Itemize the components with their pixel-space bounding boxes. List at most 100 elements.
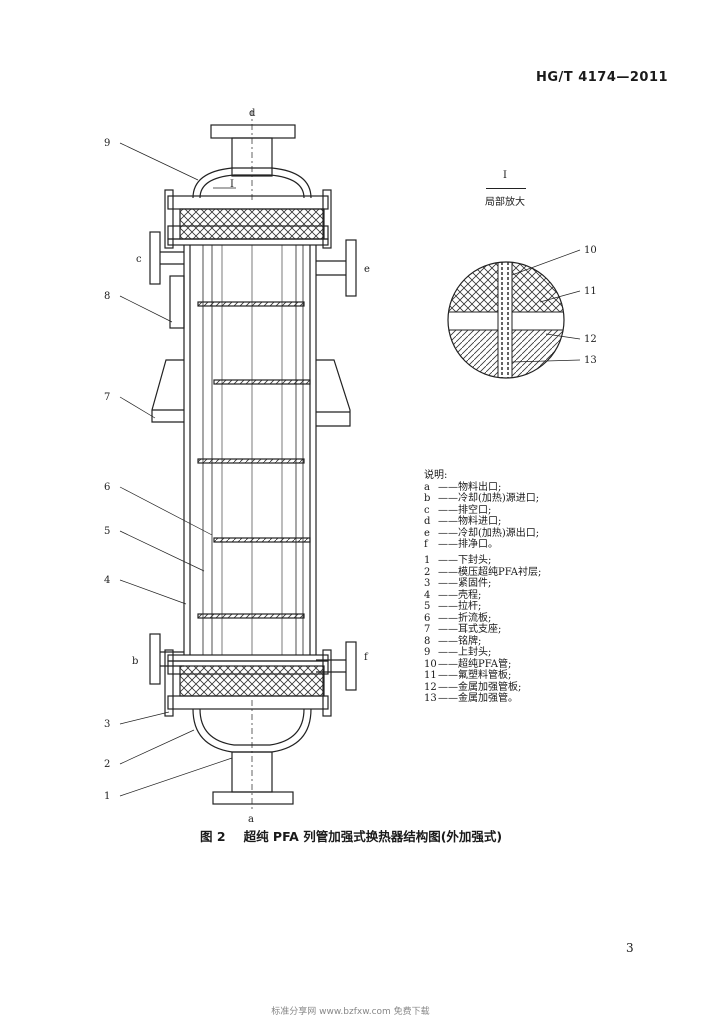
legend-key: 8 — [424, 635, 431, 647]
part-label-1: 1 — [104, 791, 110, 802]
legend-port-row: f ——排净口。 — [424, 539, 539, 551]
baffle-1 — [197, 301, 305, 307]
detail-marker: I — [503, 170, 507, 181]
legend-part-row: 13——金属加强管。 — [424, 693, 541, 705]
legend: 说明: a ——物料出口; b ——冷却(加热)源进口; c ——排空口; d ——物料… — [424, 470, 539, 551]
baffle-2 — [213, 379, 311, 385]
port-label-f: f — [364, 652, 369, 663]
detail-caption: 局部放大 — [485, 197, 525, 208]
legend-text: ——模压超纯PFA衬层; — [438, 566, 542, 578]
part-label-3: 3 — [104, 719, 110, 730]
legend-port-row: b ——冷却(加热)源进口; — [424, 493, 539, 505]
legend-text: ——壳程; — [438, 589, 482, 601]
part-label-11: 11 — [584, 286, 597, 297]
legend-key: 3 — [424, 578, 431, 589]
legend-key: 7 — [424, 624, 431, 635]
lower-tube-sheet — [179, 665, 325, 697]
legend-key: 2 — [424, 566, 431, 578]
footer-watermark: 标准分享网 www.bzfxw.com 免费下载 — [271, 1007, 430, 1017]
legend-key: 11 — [424, 670, 437, 681]
legend-text: ——物料出口; — [438, 481, 502, 493]
legend-part-row: 9 ——上封头; — [424, 647, 541, 659]
legend-part-row: 3 ——紧固件; — [424, 578, 541, 590]
bottom-nozzle-flange — [212, 791, 294, 805]
legend-text: ——耳式支座; — [438, 624, 502, 635]
baffle-3 — [197, 458, 305, 464]
port-label-c: c — [136, 254, 142, 265]
legend-text: ——排空口; — [438, 504, 492, 516]
detail-enlarged-view: 10 11 12 13 — [447, 245, 597, 379]
legend-key: 13 — [424, 693, 437, 704]
legend-text: ——铭牌; — [438, 635, 482, 647]
upper-tube-sheet — [179, 208, 325, 240]
legend-key: d — [424, 516, 431, 527]
legend-text: ——下封头; — [438, 555, 492, 566]
legend-key: 6 — [424, 612, 431, 624]
legend-key: 9 — [424, 647, 431, 658]
legend-text: ——冷却(加热)源出口; — [438, 527, 540, 539]
legend-key: b — [424, 493, 431, 504]
legend-key: a — [424, 481, 430, 493]
legend-key: c — [424, 504, 430, 516]
legend-key: 10 — [424, 658, 437, 670]
standard-code: HG/T 4174—2011 — [536, 70, 669, 85]
baffle-4 — [213, 537, 311, 543]
drain-nozzle-f — [345, 641, 357, 691]
legend-part-row: 1 ——下封头; — [424, 555, 541, 567]
legend-text: ——超纯PFA管; — [438, 658, 512, 670]
part-label-6: 6 — [104, 482, 110, 493]
section-marker: I — [230, 179, 234, 190]
legend-text: ——金属加强管。 — [438, 693, 518, 704]
legend-part-row: 8 ——铭牌; — [424, 636, 541, 648]
part-label-8: 8 — [104, 291, 110, 302]
port-label-e: e — [364, 264, 370, 275]
upper-head — [192, 167, 312, 199]
legend-part-row: 5 ——拉杆; — [424, 601, 541, 613]
part-label-9: 9 — [104, 138, 110, 149]
name-plate — [169, 275, 185, 329]
legend-text: ——氟塑料管板; — [438, 670, 512, 681]
legend-title: 说明: — [424, 470, 448, 481]
legend-key: 12 — [424, 681, 437, 693]
legend-part-row: 2 ——模压超纯PFA衬层; — [424, 567, 541, 579]
legend-port-row: a ——物料出口; — [424, 482, 539, 494]
legend-text: ——上封头; — [438, 647, 492, 658]
legend-key: f — [424, 539, 428, 550]
inlet-nozzle-b — [149, 633, 161, 685]
lug-support-right — [316, 359, 351, 427]
legend-text: ——物料进口; — [438, 516, 502, 527]
part-label-10: 10 — [584, 245, 597, 256]
part-label-7: 7 — [104, 392, 110, 403]
legend-port-row: c ——排空口; — [424, 505, 539, 517]
part-label-13: 13 — [584, 355, 597, 366]
detail-divider — [486, 188, 526, 189]
part-label-12: 12 — [584, 334, 597, 345]
legend-port-row: e——冷却(加热)源出口; — [424, 528, 539, 540]
legend-text: ——紧固件; — [438, 578, 492, 589]
legend-part-row: 7 ——耳式支座; — [424, 624, 541, 636]
legend-key: 5 — [424, 601, 431, 612]
legend-part-row: 4 ——壳程; — [424, 590, 541, 602]
legend-part-row: 11——氟塑料管板; — [424, 670, 541, 682]
legend-key: 4 — [424, 589, 431, 601]
page-number: 3 — [626, 941, 634, 955]
legend-text: ——排净口。 — [438, 539, 498, 550]
legend-text: ——冷却(加热)源进口; — [438, 493, 540, 504]
port-label-d: d — [249, 108, 256, 119]
part-label-4: 4 — [104, 575, 110, 586]
figure-number: 图 2 — [200, 829, 226, 844]
legend-text: ——金属加强管板; — [438, 681, 522, 693]
legend-part-row: 10——超纯PFA管; — [424, 659, 541, 671]
legend-text: ——拉杆; — [438, 601, 482, 612]
vent-nozzle-c — [149, 231, 161, 285]
baffle-5 — [197, 613, 305, 619]
port-label-a: a — [248, 814, 254, 825]
legend-part-row: 12——金属加强管板; — [424, 682, 541, 694]
outlet-nozzle-e — [345, 239, 357, 297]
part-label-2: 2 — [104, 759, 110, 770]
legend-key: 1 — [424, 555, 431, 566]
part-label-5: 5 — [104, 526, 110, 537]
legend-port-row: d ——物料进口; — [424, 516, 539, 528]
